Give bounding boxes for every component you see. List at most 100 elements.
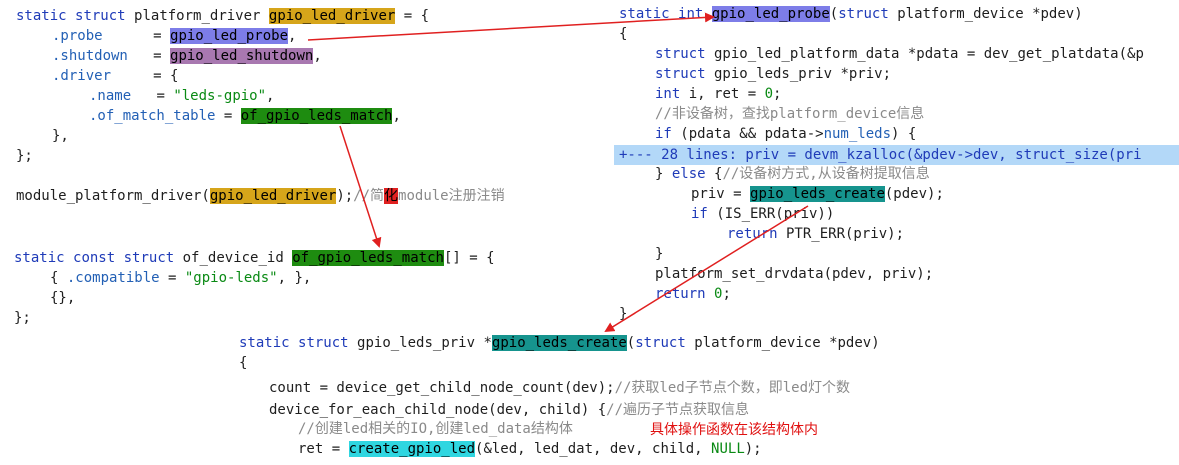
create-gpio-led-line: ret = create_gpio_led(&led, led_dat, dev… <box>298 439 762 459</box>
comment: //设备树方式,从设备树提取信息 <box>722 166 930 182</box>
if-pdata-line: if (pdata && pdata->num_leds) { <box>655 124 916 144</box>
field-name: .shutdown <box>52 48 128 64</box>
arrow-create <box>604 205 809 333</box>
keyword: struct <box>635 335 686 351</box>
field-name: .compatible <box>66 270 160 286</box>
module-register-line: module_platform_driver(gpio_led_driver);… <box>16 186 505 206</box>
code-text: = <box>102 28 171 44</box>
create-gpio-led-highlight: create_gpio_led <box>348 441 476 457</box>
string-literal: "gpio-leds" <box>184 270 278 286</box>
keyword: struct <box>655 66 706 82</box>
match-table-field-line: .of_match_table = of_gpio_leds_match, <box>89 106 401 126</box>
string-literal: "leds-gpio" <box>173 88 267 104</box>
return-err-line: return PTR_ERR(priv); <box>727 224 904 244</box>
child-count-line: count = device_get_child_node_count(dev)… <box>269 378 850 398</box>
code-text: (&led, led_dat, dev, child, <box>475 441 712 457</box>
field-name: num_leds <box>823 126 892 142</box>
code-text: = { <box>395 8 430 24</box>
code-text: priv = <box>691 186 751 202</box>
else-line: } else {//设备树方式,从设备树提取信息 <box>655 164 930 184</box>
folded-lines-label[interactable]: +--- 28 lines: priv = devm_kzalloc(&pdev… <box>619 147 1142 163</box>
probe-func-highlight: gpio_led_probe <box>170 28 289 44</box>
create-func-highlight: gpio_leds_create <box>491 335 627 351</box>
keyword: static <box>16 8 67 24</box>
code-text: PTR_ERR(priv); <box>777 226 905 242</box>
code-text: ) { <box>891 126 917 142</box>
keyword: const <box>73 250 116 266</box>
code-text: , <box>392 108 401 124</box>
open-brace: { <box>239 355 248 371</box>
code-text: = { <box>111 68 179 84</box>
code-text: , <box>313 48 322 64</box>
keyword: struct <box>298 335 349 351</box>
comment-mark: 化 <box>384 188 399 204</box>
comment: //遍历子节点获取信息 <box>606 402 750 418</box>
keyword: int <box>655 86 681 102</box>
type-name: of_device_id <box>182 250 284 266</box>
null-literal: NULL <box>711 441 745 457</box>
keyword: static <box>239 335 290 351</box>
closing-brace: }; <box>16 148 33 164</box>
code-text: [] = { <box>443 250 495 266</box>
probe-field-line: .probe = gpio_led_probe, <box>52 26 296 46</box>
number-literal: 0 <box>714 286 723 302</box>
comment: //非设备树，查找platform_device信息 <box>655 106 925 122</box>
return-zero-line: return 0; <box>655 284 731 304</box>
field-name: .probe <box>52 28 103 44</box>
keyword: else <box>671 166 706 182</box>
code-text: } <box>655 166 672 182</box>
code-text: { <box>50 270 67 286</box>
compatible-line: { .compatible = "gpio-leds", }, <box>50 268 311 288</box>
probe-decl-line: static int gpio_led_probe(struct platfor… <box>619 4 1083 24</box>
code-text: (pdata && pdata-> <box>671 126 824 142</box>
priv-decl-line: struct gpio_leds_priv *priv; <box>655 64 891 84</box>
type-name: platform_driver <box>134 8 261 24</box>
match-table-decl-line: static const struct of_device_id of_gpio… <box>14 248 495 268</box>
open-brace: { <box>619 26 628 42</box>
shutdown-func-highlight: gpio_led_shutdown <box>170 48 314 64</box>
code-text: gpio_led_platform_data *pdata = dev_get_… <box>705 46 1144 62</box>
keyword: if <box>655 126 672 142</box>
code-text: ( <box>829 6 839 22</box>
name-field-line: .name = "leds-gpio", <box>89 86 274 106</box>
keyword: static <box>619 6 670 22</box>
comment: //获取led子节点个数，即led灯个数 <box>614 380 851 396</box>
closing-brace: }; <box>14 310 31 326</box>
number-literal: 0 <box>764 86 774 102</box>
keyword: if <box>691 206 708 222</box>
set-drvdata-line: platform_set_drvdata(pdev, priv); <box>655 266 934 282</box>
match-table-highlight: of_gpio_leds_match <box>240 108 393 124</box>
code-text: device_for_each_child_node(dev, child) { <box>269 402 607 418</box>
keyword: struct <box>75 8 126 24</box>
driver-decl-line: static struct platform_driver gpio_led_d… <box>16 6 429 26</box>
keyword: return <box>655 286 706 302</box>
code-text: ); <box>744 441 762 457</box>
code-text: count = device_get_child_node_count(dev)… <box>269 380 615 396</box>
keyword: static <box>14 250 65 266</box>
code-text: = <box>215 108 241 124</box>
code-text: ; <box>773 86 782 102</box>
keyword: return <box>727 226 778 242</box>
code-text: (IS_ERR(priv)) <box>707 206 835 222</box>
code-text: , }, <box>277 270 312 286</box>
match-table-highlight: of_gpio_leds_match <box>292 250 444 266</box>
code-text: * <box>475 335 492 351</box>
arrow-match-table <box>339 125 382 248</box>
if-err-line: if (IS_ERR(priv)) <box>691 204 834 224</box>
field-name: .name <box>89 88 132 104</box>
closing-brace: } <box>619 306 628 322</box>
keyword: struct <box>655 46 706 62</box>
comment: module注册注销 <box>398 188 505 204</box>
create-call-line: priv = gpio_leds_create(pdev); <box>691 184 944 204</box>
code-text: platform_device *pdev) <box>888 6 1083 22</box>
keyword: struct <box>838 6 889 22</box>
int-decl-line: int i, ret = 0; <box>655 84 781 104</box>
code-text: (pdev); <box>884 186 944 202</box>
annotation-note: 具体操作函数在该结构体内 <box>650 422 818 438</box>
fold-bar[interactable] <box>614 145 1179 165</box>
keyword: struct <box>123 250 175 266</box>
type-name: gpio_leds_priv <box>357 335 476 351</box>
sentinel-entry: {}, <box>50 290 76 306</box>
code-text: { <box>705 166 723 182</box>
code-text: gpio_leds_priv *priv; <box>705 66 892 82</box>
